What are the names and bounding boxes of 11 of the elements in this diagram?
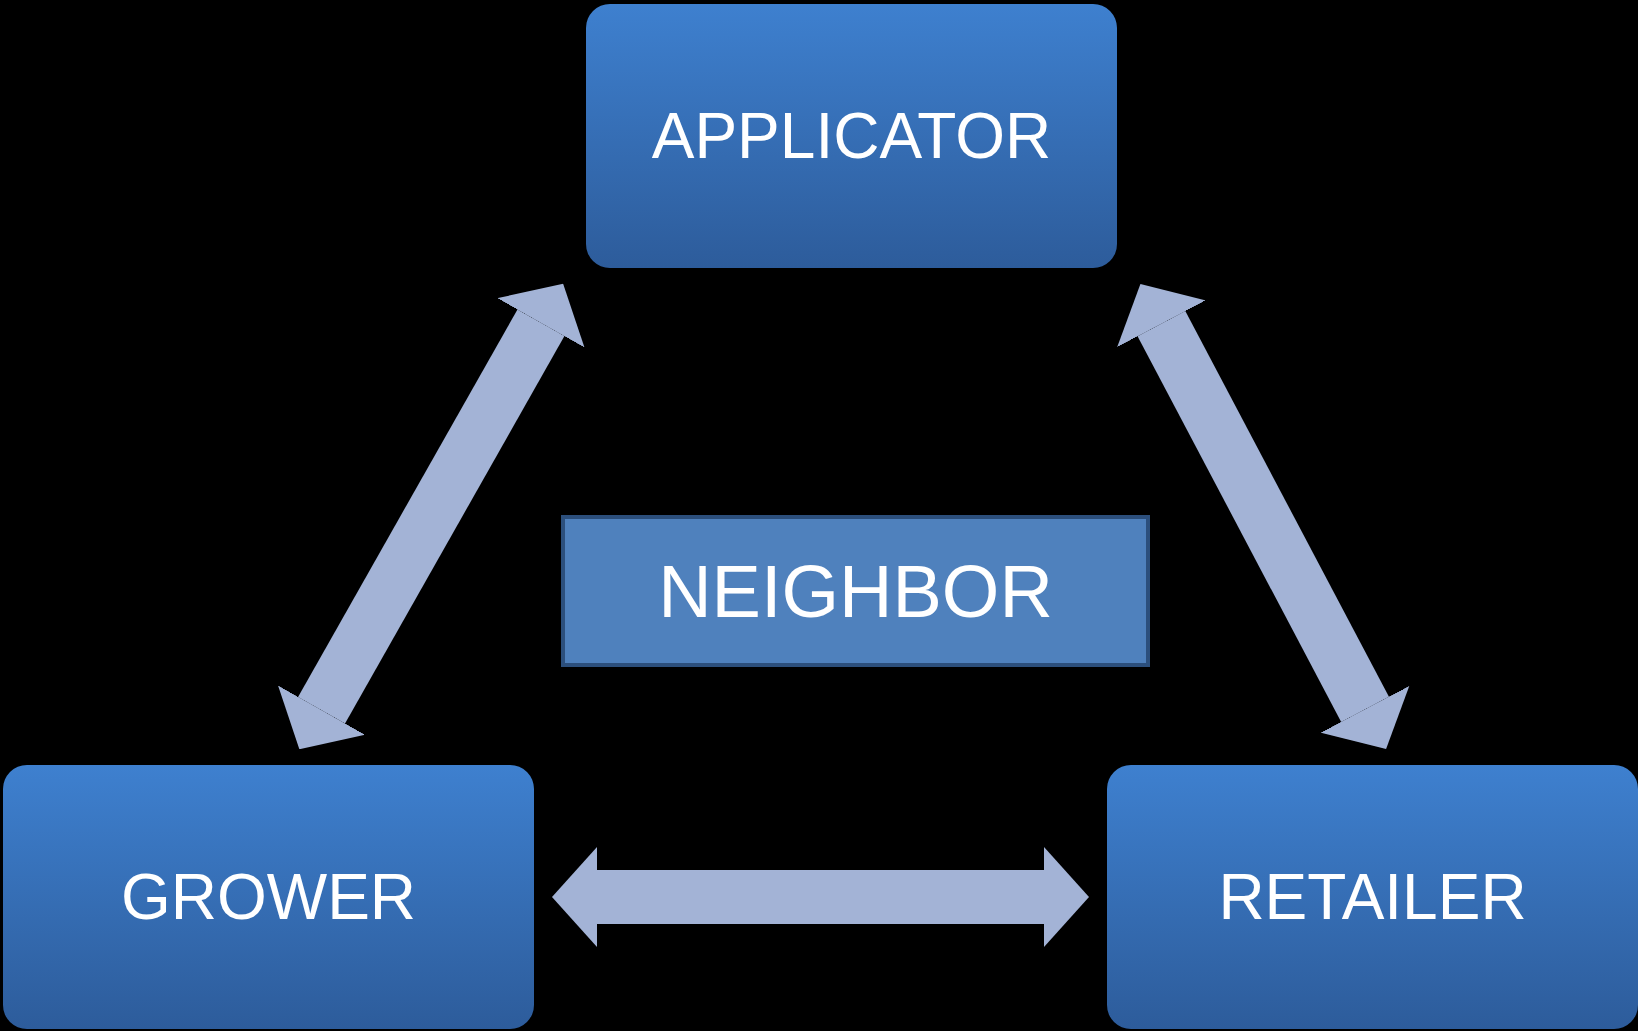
double-arrow bbox=[552, 847, 1089, 947]
process-box bbox=[1107, 765, 1638, 1029]
double-arrow bbox=[1117, 283, 1410, 750]
node-label: RETAILER bbox=[1218, 860, 1527, 934]
process-box bbox=[3, 765, 534, 1029]
process-box bbox=[561, 515, 1150, 667]
process-box bbox=[586, 4, 1117, 268]
node-label: GROWER bbox=[120, 860, 417, 934]
node-label: APPLICATOR bbox=[651, 99, 1052, 173]
double-arrow bbox=[278, 283, 585, 750]
node-label: NEIGHBOR bbox=[658, 548, 1053, 634]
